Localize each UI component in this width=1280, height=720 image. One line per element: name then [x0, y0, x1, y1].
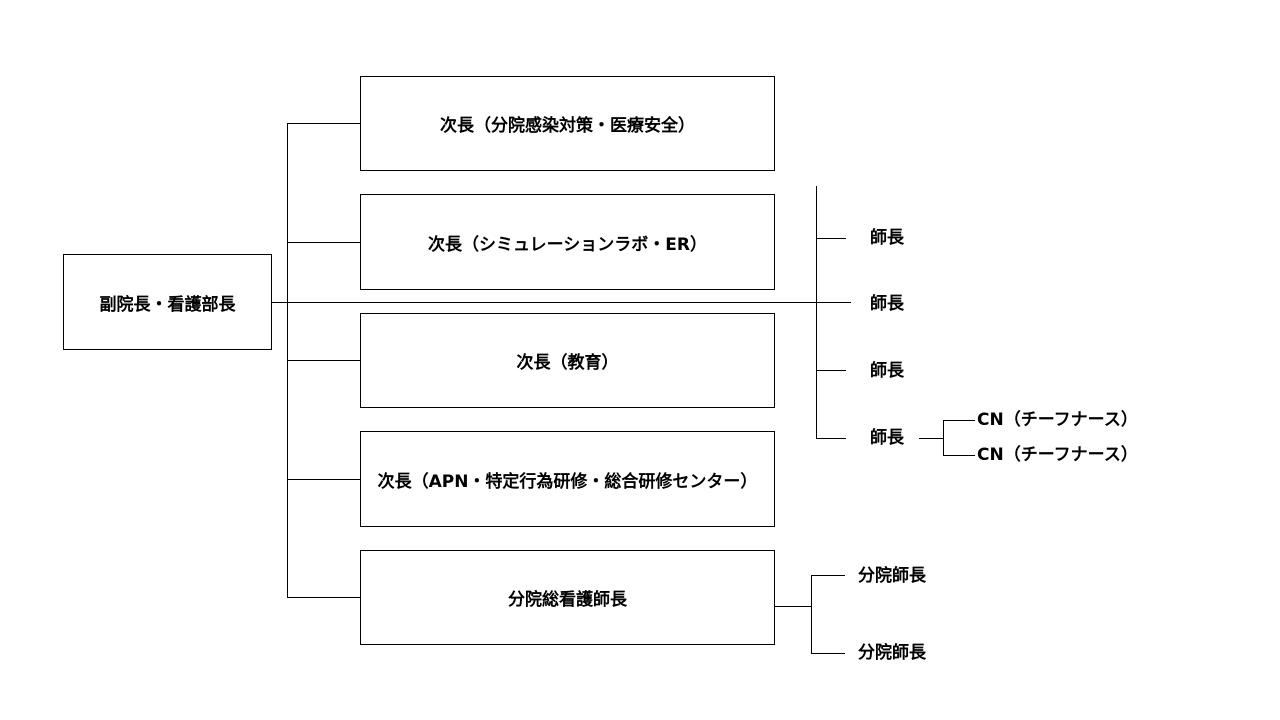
head-nurse-label: 師長 — [870, 294, 904, 314]
deputy-node-label: 次長（教育） — [516, 353, 619, 373]
connector-deputy-2 — [287, 242, 361, 243]
deputy-node-label: 次長（シミュレーションラボ・ER） — [427, 234, 708, 255]
branch-spine-line — [811, 575, 812, 654]
branch-head-nurse-label: 分院師長 — [858, 643, 926, 663]
connector-branch-2 — [811, 653, 845, 654]
deputy-node-label: 次長（分院感染対策・医療安全） — [440, 116, 695, 136]
connector-deputy-1 — [287, 123, 361, 124]
branch-head-nurse-label: 分院師長 — [858, 566, 926, 586]
deputy-node-simulation-er: 次長（シミュレーションラボ・ER） — [360, 194, 775, 290]
deputy5-to-branch-line — [774, 606, 811, 607]
deputy-node-label: 次長（APN・特定行為研修・総合研修センター） — [377, 471, 758, 492]
head-nurse-label: 師長 — [870, 428, 904, 448]
root-node-label: 副院長・看護部長 — [99, 294, 236, 315]
head-nurses-spine-line — [816, 186, 817, 438]
deputy-node-label: 分院総看護師長 — [508, 590, 627, 610]
root-node-vice-director: 副院長・看護部長 — [63, 254, 272, 350]
connector-cn-2 — [943, 455, 975, 456]
cn-spine-line — [943, 420, 944, 456]
head-nurse-to-cn-line — [919, 438, 943, 439]
chief-nurse-label: CN（チーフナース） — [977, 445, 1138, 465]
connector-head-nurse-1 — [816, 238, 846, 239]
head-nurse-label: 師長 — [870, 228, 904, 248]
connector-cn-1 — [943, 420, 975, 421]
connector-deputy-5 — [287, 597, 361, 598]
deputy-node-branch-chief-nurse: 分院総看護師長 — [360, 550, 775, 645]
connector-head-nurse-4 — [816, 438, 846, 439]
chief-nurse-label: CN（チーフナース） — [977, 410, 1138, 430]
deputy-node-education: 次長（教育） — [360, 313, 775, 408]
connector-branch-1 — [811, 575, 845, 576]
connector-deputy-4 — [287, 479, 361, 480]
root-to-head-nurses-line — [271, 302, 851, 303]
deputy-node-apn-training: 次長（APN・特定行為研修・総合研修センター） — [360, 431, 775, 527]
head-nurse-label: 師長 — [870, 361, 904, 381]
deputy-node-infection-safety: 次長（分院感染対策・医療安全） — [360, 76, 775, 171]
connector-head-nurse-3 — [816, 370, 846, 371]
connector-deputy-3 — [287, 360, 361, 361]
